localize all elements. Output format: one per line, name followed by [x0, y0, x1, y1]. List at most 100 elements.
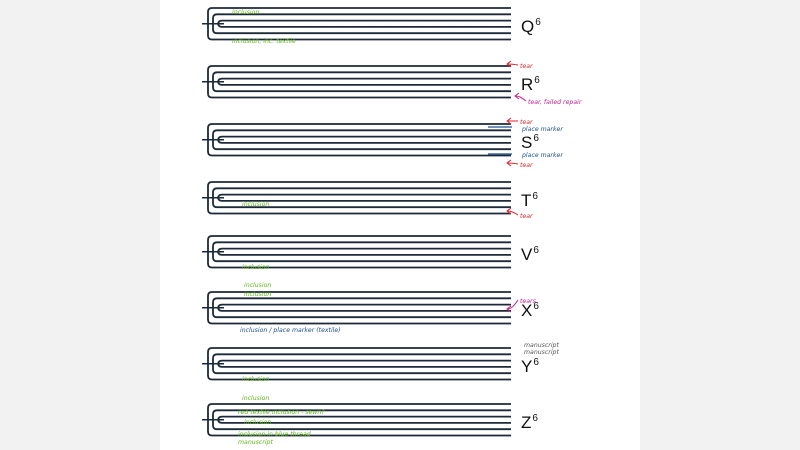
bifolium-leaf: [217, 193, 511, 202]
annotation: tear: [506, 159, 533, 169]
annotation-arrowhead: [514, 92, 520, 100]
quire-signature-label: Y6: [521, 357, 539, 376]
annotation: inclusion: [244, 419, 271, 426]
bifolium-leaf: [212, 297, 511, 319]
annotation-text: manuscript: [524, 348, 559, 356]
quire-signature-label: V6: [521, 245, 539, 264]
bifolium-leaf: [217, 359, 511, 368]
annotation-text: inclusion: [244, 291, 271, 298]
quire-signature-label: T6: [521, 191, 538, 210]
quire-signature-superscript: 6: [534, 75, 540, 86]
quire-signature-label: Z6: [521, 413, 538, 432]
annotation-text: inclusion: [244, 419, 271, 426]
bifolium-leaf: [207, 181, 511, 215]
annotation-text: inclusion: [242, 395, 269, 402]
quire-r: R6 tear tear, failed repair: [202, 60, 582, 106]
annotation-arrow: [507, 299, 519, 310]
quire-signature-superscript: 6: [533, 357, 539, 368]
annotation: inclusion: [242, 264, 269, 271]
quire-signature-label: Q6: [521, 17, 541, 36]
annotation: place marker: [488, 152, 563, 159]
annotation-text: tear: [520, 62, 533, 70]
annotation-text: place marker: [521, 126, 563, 133]
annotation: place marker: [488, 126, 563, 133]
annotation: manuscript: [524, 348, 559, 356]
quire-signature-label: R6: [521, 75, 540, 94]
annotation-arrow: [507, 210, 519, 216]
quire-q: Q6 inclusion inclusion, inc. textile: [202, 7, 541, 45]
annotation: tear, failed repair: [514, 92, 582, 106]
annotation: inclusion, inc. textile: [232, 37, 296, 45]
quire-signature-superscript: 6: [535, 17, 541, 28]
bifolium-leaf: [217, 19, 511, 28]
annotation: inclusion: [242, 201, 269, 208]
annotation-text: manuscript: [524, 341, 559, 349]
bifolium-leaf: [212, 129, 511, 151]
annotation-text: inclusion: [242, 264, 269, 271]
annotation-text: inclusion: [242, 376, 269, 383]
annotation-text: inclusion: [232, 9, 259, 16]
annotation: manuscript: [524, 341, 559, 349]
bifolium-leaf: [212, 13, 511, 35]
annotation-text: inclusion in blue thread: [238, 430, 311, 438]
annotation-arrowhead: [506, 207, 512, 215]
quire-signature-label: S6: [521, 133, 539, 152]
annotation-arrow: [507, 63, 519, 66]
annotation: tear: [506, 60, 533, 70]
annotation-text: place marker: [521, 152, 563, 159]
annotation-arrow: [515, 95, 527, 102]
bifolium-leaf: [212, 353, 511, 375]
annotation: red textile inclusion - sewn?: [238, 408, 325, 416]
bifolium-leaf: [212, 71, 511, 93]
quire-t: T6 inclusion tear: [202, 181, 538, 220]
quire-signature-superscript: 6: [532, 413, 538, 424]
annotation-text: inclusion: [244, 282, 271, 289]
annotation-text: tear, failed repair: [528, 98, 582, 106]
annotation-text: tear: [520, 212, 533, 220]
annotation-text: inclusion, inc. textile: [232, 37, 296, 45]
bifolium-leaf: [217, 247, 511, 256]
annotation: inclusion: [232, 9, 259, 16]
annotation: manuscript: [238, 438, 273, 446]
annotation-text: inclusion / place marker (textile): [240, 326, 341, 334]
annotation-arrowhead: [506, 117, 512, 125]
annotation: inclusion: [242, 376, 269, 383]
bifolium-leaf: [207, 123, 511, 157]
annotation-text: tear: [520, 118, 533, 126]
annotation: tears: [506, 297, 537, 313]
annotation-arrowhead: [506, 159, 512, 167]
annotation: inclusion / place marker (textile): [240, 326, 341, 334]
bifolium-leaf: [207, 235, 511, 269]
annotation-arrowhead: [506, 305, 512, 313]
bifolium-leaf: [207, 347, 511, 381]
bifolium-leaf: [217, 77, 511, 86]
bifolium-leaf: [217, 135, 511, 144]
annotation-text: inclusion: [242, 201, 269, 208]
annotation: inclusion: [244, 291, 271, 298]
quire-v: V6 inclusion: [202, 235, 539, 271]
quire-signature-superscript: 6: [533, 245, 539, 256]
annotation: tear: [506, 207, 533, 220]
annotation: tear: [506, 117, 533, 126]
annotation: inclusion in blue thread: [238, 430, 311, 438]
annotation: inclusion: [244, 282, 271, 289]
quire-z: Z6 inclusion red textile inclusion - sewn?…: [202, 395, 538, 446]
annotation-text: tear: [520, 161, 533, 169]
bifolium-leaf: [217, 303, 511, 312]
quire-signature-superscript: 6: [532, 191, 538, 202]
annotation-text: red textile inclusion - sewn?: [238, 408, 325, 416]
bifolium-leaf: [212, 241, 511, 263]
annotation-text: manuscript: [238, 438, 273, 446]
annotation-arrow: [507, 162, 519, 165]
quire-signature-superscript: 6: [533, 133, 539, 144]
quire-signature-superscript: 6: [533, 301, 539, 312]
annotation-text: tears: [520, 297, 537, 305]
annotation: inclusion: [242, 395, 269, 402]
annotation-arrowhead: [506, 60, 512, 68]
bifolium-leaf: [207, 65, 511, 99]
